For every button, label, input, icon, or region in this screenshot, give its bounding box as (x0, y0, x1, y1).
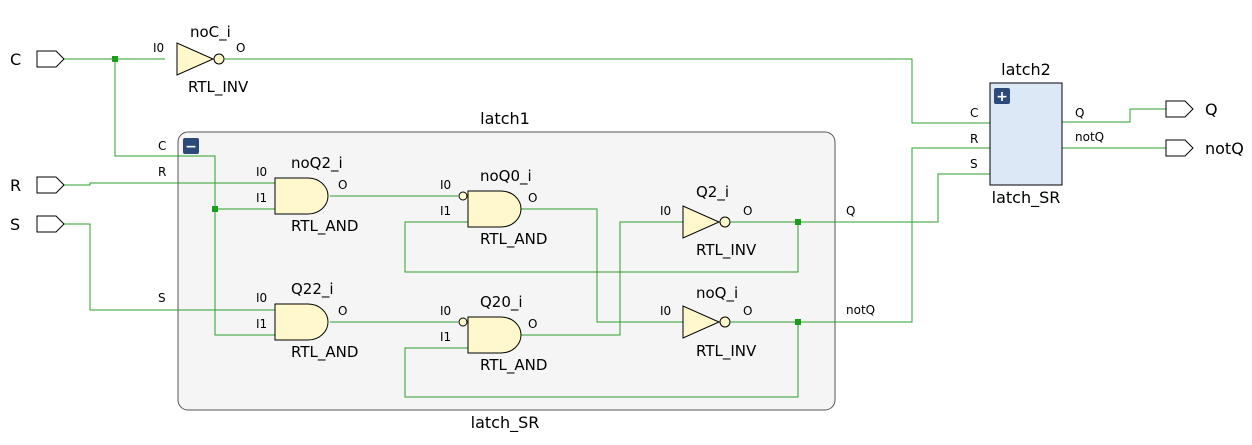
gate-name: noQ2_i (291, 154, 343, 173)
minus-icon: − (185, 139, 197, 155)
inverter-noq-i[interactable]: noQ_i I0 O RTL_INV (660, 284, 757, 361)
latch1-pin-notq: notQ (846, 303, 875, 317)
gate-name: Q2_i (696, 183, 729, 202)
latch2-expand-button[interactable]: + (994, 88, 1010, 105)
port-r[interactable]: R (10, 176, 65, 195)
pin-o: O (528, 317, 537, 331)
latch2-pin-notq: notQ (1075, 130, 1104, 144)
inverter-q2-i[interactable]: Q2_i I0 O RTL_INV (660, 183, 757, 260)
gate-name: noQ_i (696, 284, 738, 303)
port-s-label: S (10, 215, 20, 234)
gate-type: RTL_INV (696, 342, 757, 361)
gate-type: RTL_AND (291, 343, 358, 362)
pin-i1: I1 (256, 317, 267, 331)
latch1-cell-name: latch_SR (471, 413, 540, 433)
gate-name: Q20_i (480, 293, 523, 312)
latch2-pin-s: S (970, 157, 978, 171)
gate-type: RTL_AND (291, 217, 358, 236)
latch1-pin-s: S (158, 291, 166, 305)
and-gate-q20-i[interactable]: Q20_i I0 I1 O RTL_AND (440, 293, 547, 375)
latch2-pin-c: C (970, 106, 978, 120)
pin-i0: I0 (153, 41, 164, 55)
gate-name: Q22_i (291, 280, 334, 299)
and-gate-q22-i[interactable]: Q22_i I0 I1 O RTL_AND (256, 280, 358, 362)
plus-icon: + (996, 89, 1008, 105)
and-gate-noq2-i[interactable]: noQ2_i I0 I1 O RTL_AND (256, 154, 358, 236)
gate-type: RTL_INV (696, 241, 757, 260)
pin-i1: I1 (440, 204, 451, 218)
pin-i0: I0 (256, 165, 267, 179)
gate-type: RTL_INV (188, 78, 249, 97)
pin-o: O (743, 204, 752, 218)
gate-type: RTL_AND (480, 356, 547, 375)
pin-i0: I0 (440, 304, 451, 318)
pin-o: O (528, 191, 537, 205)
port-q-label: Q (1205, 100, 1218, 119)
latch1-instance-name: latch1 (480, 109, 530, 128)
port-q[interactable]: Q (1165, 100, 1218, 119)
pin-i0: I0 (660, 204, 671, 218)
latch2-instance-name: latch2 (1001, 60, 1051, 79)
pin-i0: I0 (440, 178, 451, 192)
inverter-noc-i[interactable]: noC_i I0 O RTL_INV (153, 23, 249, 97)
latch2-pin-r: R (970, 132, 978, 146)
latch1-pin-c: C (158, 139, 166, 153)
latch1-pin-r: R (158, 165, 166, 179)
junction-dots (112, 56, 801, 325)
pin-o: O (236, 41, 245, 55)
port-notq[interactable]: notQ (1165, 139, 1244, 158)
latch1-block[interactable] (177, 131, 836, 411)
pin-o: O (743, 304, 752, 318)
gate-name: noC_i (190, 23, 231, 42)
pin-i0: I0 (256, 291, 267, 305)
port-r-label: R (10, 176, 21, 195)
pin-i1: I1 (256, 191, 267, 205)
pin-i1: I1 (440, 330, 451, 344)
latch1-pin-q: Q (846, 204, 855, 218)
pin-i0: I0 (660, 304, 671, 318)
latch1-collapse-button[interactable]: − (183, 138, 199, 155)
pin-o: O (338, 304, 347, 318)
gate-type: RTL_AND (480, 230, 547, 249)
latch2-block[interactable]: latch2 latch_SR + C R S Q notQ (970, 60, 1104, 208)
port-s[interactable]: S (10, 215, 65, 234)
pin-o: O (338, 178, 347, 192)
gate-name: noQ0_i (480, 167, 532, 186)
port-notq-label: notQ (1205, 139, 1244, 158)
latch2-cell-name: latch_SR (992, 188, 1061, 208)
and-gate-noq0-i[interactable]: noQ0_i I0 I1 O RTL_AND (440, 167, 547, 249)
port-c[interactable]: C (10, 50, 65, 69)
latch2-pin-q: Q (1075, 106, 1084, 120)
port-c-label: C (10, 50, 21, 69)
